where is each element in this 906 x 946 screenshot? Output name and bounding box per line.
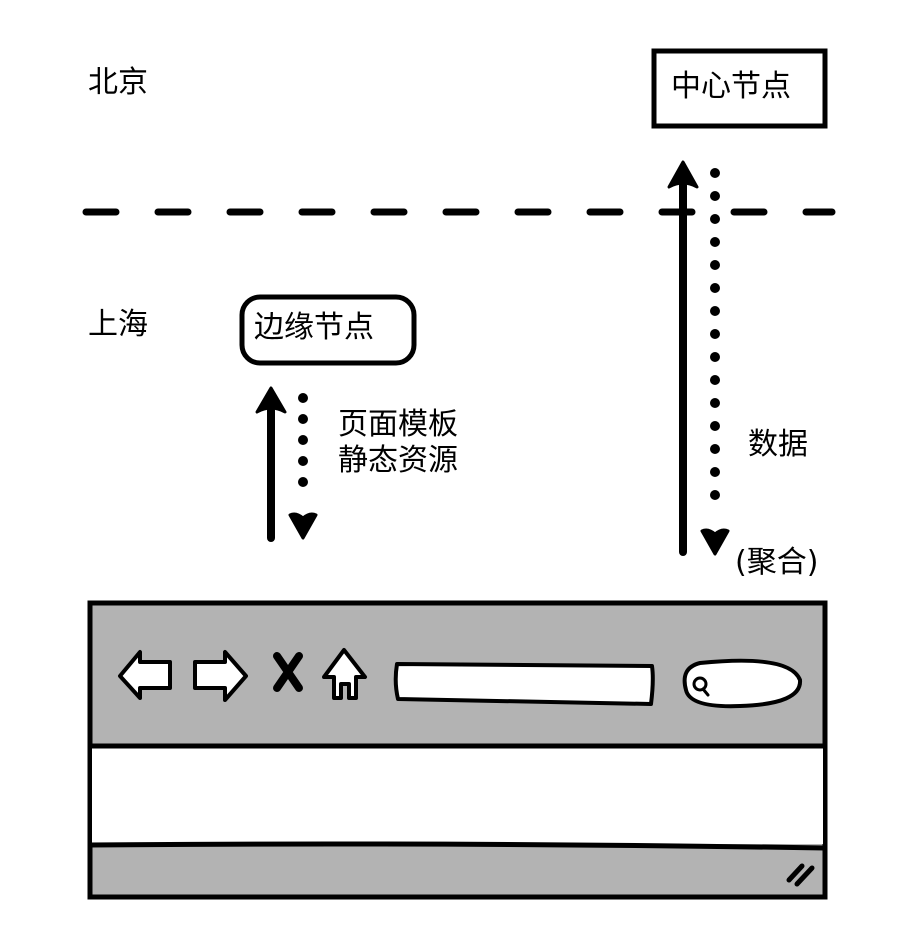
forward-arrow-icon[interactable] — [193, 650, 248, 702]
central-flow-note: (聚合) — [735, 545, 819, 580]
central-request-arrow — [667, 160, 699, 556]
resize-grip-icon[interactable] — [786, 863, 815, 887]
browser-window — [87, 600, 828, 900]
search-icon — [692, 676, 710, 697]
stop-icon[interactable] — [273, 652, 303, 692]
edge-flow-label-line1: 页面模板 — [338, 407, 458, 442]
region-label-beijing: 北京 — [88, 65, 148, 100]
edge-node-label: 边缘节点 — [254, 310, 374, 345]
central-node-label: 中心节点 — [671, 69, 791, 104]
browser-content-area — [92, 746, 823, 844]
edge-flow-label-line2: 静态资源 — [338, 443, 458, 478]
central-flow-label: 数据 — [748, 427, 808, 462]
central-node[interactable] — [651, 48, 828, 129]
edge-node[interactable] — [239, 294, 417, 366]
edge-response-arrow — [288, 393, 318, 540]
search-box[interactable] — [682, 658, 802, 709]
back-arrow-icon[interactable] — [118, 650, 172, 700]
address-bar[interactable] — [393, 662, 655, 706]
central-response-arrow — [700, 168, 730, 556]
edge-request-arrow — [255, 386, 287, 542]
region-label-shanghai: 上海 — [88, 307, 148, 342]
home-icon[interactable] — [322, 648, 367, 700]
